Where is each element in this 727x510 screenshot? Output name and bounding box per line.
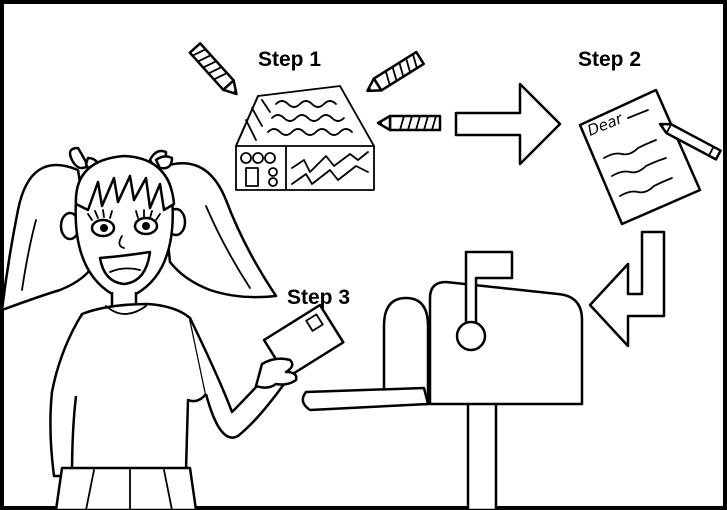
girl-hand <box>256 359 296 388</box>
crayon-icon <box>378 116 440 130</box>
step-1-label: Step 1 <box>258 48 321 71</box>
step-2-label: Step 2 <box>578 48 641 71</box>
